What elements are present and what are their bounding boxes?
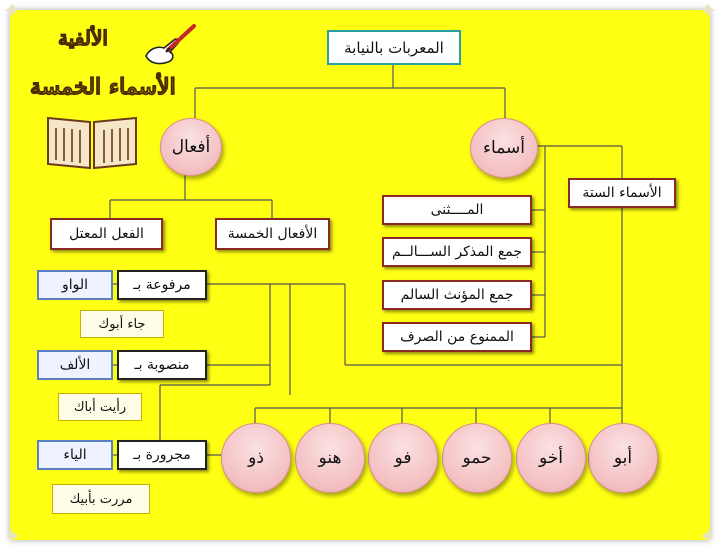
five-verbs-node: الأفعال الخمسة — [215, 218, 330, 250]
noun-item-fem-plural: جمع المؤنث السالم — [382, 280, 532, 310]
corner-decoration-icon: ✦ — [698, 0, 718, 24]
six-noun-circle: أبو — [588, 423, 658, 493]
noun-item-masc-plural: جمع المذكر الســـالــم — [382, 237, 532, 267]
pen-hand-icon — [145, 24, 196, 65]
header-title-line1: الألفية — [58, 26, 109, 51]
case-genitive: مجرورة بـ — [117, 440, 207, 470]
verbs-branch-node: أفعال — [160, 118, 222, 176]
noun-item-diptote: الممنوع من الصرف — [382, 322, 532, 352]
marker-waw: الواو — [37, 270, 113, 300]
six-noun-circle: فو — [368, 423, 438, 493]
weak-verb-node: الفعل المعتل — [50, 218, 163, 250]
nouns-branch-node: أسماء — [470, 118, 538, 178]
marker-ya: الياء — [37, 440, 113, 470]
root-node: المعربات بالنيابة — [327, 30, 461, 65]
noun-item-dual: المــــثنى — [382, 195, 532, 225]
six-noun-circle: أخو — [516, 423, 586, 493]
corner-decoration-icon: ✦ — [2, 525, 22, 550]
six-nouns-node: الأسماء الستة — [568, 178, 676, 208]
case-accusative: منصوبة بـ — [117, 350, 207, 380]
header-title-line2: الأسماء الخمسة — [30, 74, 177, 101]
six-noun-circle: هنو — [295, 423, 365, 493]
six-noun-circle: حمو — [442, 423, 512, 493]
example-genitive: مررت بأبيك — [52, 484, 150, 514]
corner-decoration-icon: ✦ — [698, 525, 718, 550]
example-accusative: رأيت أباك — [58, 393, 142, 421]
six-noun-circle: ذو — [221, 423, 291, 493]
corner-decoration-icon: ✦ — [2, 0, 22, 24]
marker-alif: الألف — [37, 350, 113, 380]
example-nominative: جاء أبوك — [80, 310, 164, 338]
open-book-icon — [47, 116, 137, 170]
case-nominative: مرفوعة بـ — [117, 270, 207, 300]
